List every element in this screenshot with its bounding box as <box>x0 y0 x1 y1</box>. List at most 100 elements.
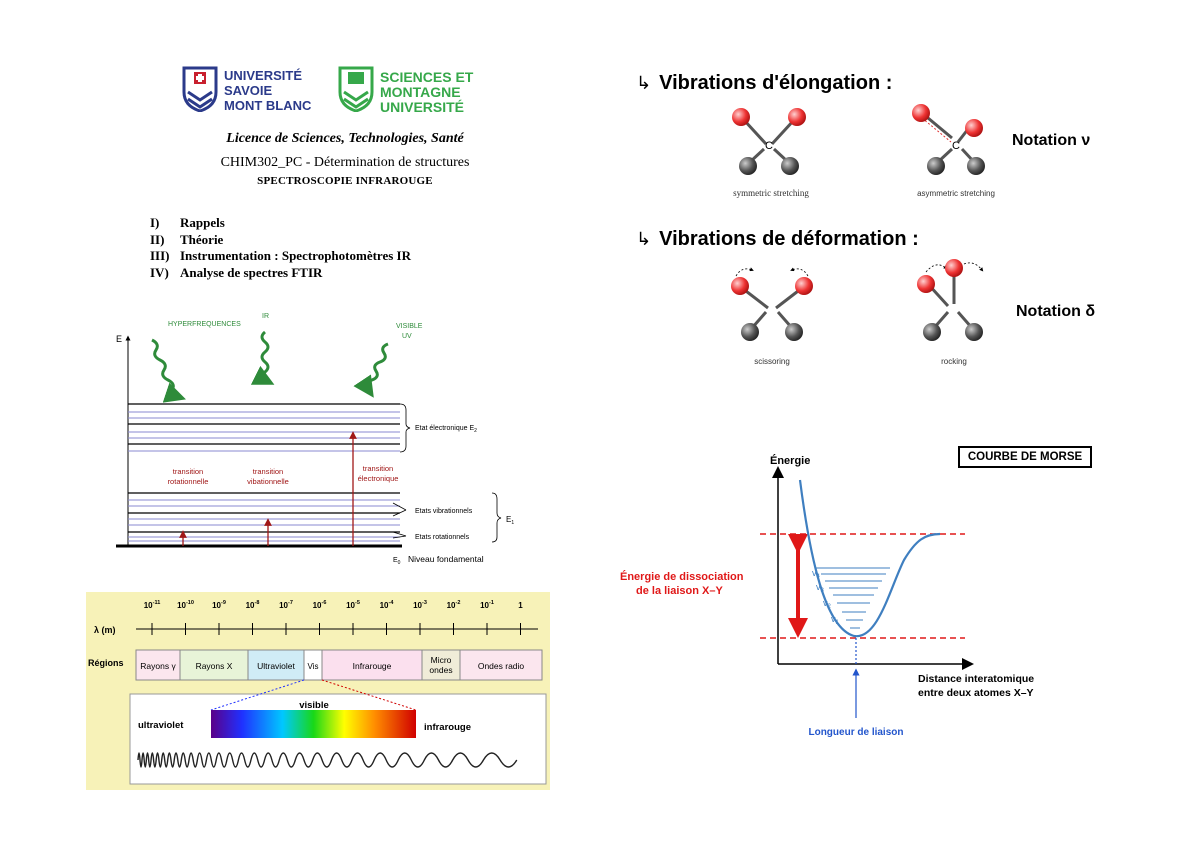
region-gamma-label: Rayons γ <box>140 661 176 671</box>
regions-label: Régions <box>88 658 124 668</box>
vibrational-levels <box>816 567 890 629</box>
region-xray <box>179 649 249 681</box>
wavelength-tick-label: 10-4 <box>380 600 395 610</box>
region-visible-label: Vis <box>308 662 319 671</box>
region-micro <box>421 649 461 681</box>
e1-levels <box>128 492 400 542</box>
stretch-notation: Notation ν <box>1012 132 1091 149</box>
dissociation-label-1: Énergie de dissociation <box>620 570 744 583</box>
licence-title: Licence de Sciences, Technologies, Santé <box>226 131 464 146</box>
symmetric-stretch-molecule: C <box>732 108 806 175</box>
subject-title: Spectroscopie infrarouge <box>257 175 433 187</box>
deform-heading: ↳Vibrations de déformation : <box>636 228 919 250</box>
e0-label: E0 <box>393 557 401 566</box>
energy-axis-label: E <box>116 334 122 344</box>
region-gamma <box>135 649 181 681</box>
sm-shield-icon <box>338 66 374 112</box>
ground-state-label: Niveau fondamental <box>408 554 484 564</box>
rocking-caption: rocking <box>941 357 967 366</box>
transition-rot-1: transition <box>173 467 203 476</box>
transition-elec-2: électronique <box>358 474 399 483</box>
transition-rot-2: rotationnelle <box>168 477 209 486</box>
scissoring-caption: scissoring <box>754 357 790 366</box>
hand-arrow-icon: ↳ <box>636 229 652 250</box>
wavelength-tick-label: 1 <box>518 601 523 610</box>
wavelength-tick-label: 10-10 <box>177 600 194 610</box>
hand-arrow-icon: ↳ <box>636 73 652 94</box>
v3-label: v3 <box>816 582 825 594</box>
transition-elec-1: transition <box>363 464 393 473</box>
visible-zoom-box <box>129 693 547 785</box>
transition-vib-1: transition <box>253 467 283 476</box>
uv-wave-icon <box>353 342 389 398</box>
region-infrared <box>321 649 423 681</box>
wavelength-tick-label: 10-11 <box>144 600 161 610</box>
e2-levels <box>128 403 400 452</box>
symmetric-caption: symmetric stretching <box>733 188 809 198</box>
usmb-logo: UNIVERSITÉ SAVOIE MONT BLANC <box>182 66 317 116</box>
wavelength-tick-marks <box>151 623 521 635</box>
bond-length-label: Longueur de liaison <box>808 727 903 738</box>
morse-curve-figure: Énergie v4 v3 v2 v1 Longueur de liaison … <box>620 454 1034 738</box>
scissoring-molecule <box>731 267 813 341</box>
deform-notation: Notation δ <box>1016 303 1096 320</box>
wavelength-tick-label: 10-5 <box>346 600 360 610</box>
region-radio-label: Ondes radio <box>478 661 525 671</box>
visible-rainbow-bar <box>211 710 416 738</box>
course-title: CHIM302_PC - Détermination de structures <box>220 155 470 170</box>
morse-title-box: COURBE DE MORSE <box>958 446 1092 468</box>
ir-edge-label: infrarouge <box>424 722 471 733</box>
source-label-uv: UV <box>402 333 412 340</box>
states-rot-label: Etats rotationnels <box>415 534 470 541</box>
stretch-heading: ↳Vibrations d'élongation : <box>636 72 893 94</box>
v1-label: v1 <box>831 614 840 626</box>
region-uv-label: Ultraviolet <box>257 661 295 671</box>
region-radio <box>459 649 543 681</box>
state-e2-label: Etat électronique E2 <box>415 425 477 434</box>
morse-curve <box>798 479 941 638</box>
source-label-visible: VISIBLE <box>396 323 423 330</box>
energy-level-diagram: E HYPERFREQUENCES IR VISIBLE UV Etat éle… <box>116 313 514 566</box>
wavelength-tick-label: 10-2 <box>447 600 461 610</box>
transition-vib-2: vibationnelle <box>247 477 289 486</box>
ir-wave-icon <box>250 330 275 385</box>
morse-x-label-2: entre deux atomes X–Y <box>918 687 1034 699</box>
visible-label: visible <box>299 700 329 711</box>
zoom-line-left <box>210 679 305 711</box>
zoom-line-right <box>321 679 417 711</box>
toc-item: III)Instrumentation : Spectrophotomètres… <box>150 248 411 263</box>
v2-label: v2 <box>823 598 832 610</box>
uv-edge-label: ultraviolet <box>138 720 184 731</box>
wavelength-tick-label: 10-1 <box>480 600 494 610</box>
morse-y-label: Énergie <box>770 454 810 467</box>
wavelength-tick-label: 10-9 <box>212 600 226 610</box>
wave-icon <box>137 752 518 768</box>
usmb-shield-icon <box>182 66 218 112</box>
region-infrared-label: Infrarouge <box>353 661 392 671</box>
table-of-contents: I)Rappels II)Théorie III)Instrumentation… <box>150 215 530 281</box>
morse-x-label-1: Distance interatomique <box>918 673 1034 685</box>
svg-text:C: C <box>765 140 773 152</box>
asymmetric-stretch-molecule: C <box>912 104 985 175</box>
wavelength-tick-label: 10-7 <box>279 600 293 610</box>
region-xray-label: Rayons X <box>196 661 233 671</box>
toc-item: II)Théorie <box>150 231 224 247</box>
hyper-wave-icon <box>151 338 186 403</box>
states-vib-label: Etats vibrationnels <box>415 508 473 515</box>
deform-molecules: scissoring rocking <box>731 259 984 366</box>
rocking-molecule <box>917 259 984 341</box>
source-label-hyper: HYPERFREQUENCES <box>168 321 241 328</box>
toc-item: I)Rappels <box>150 215 225 230</box>
wavelength-tick-label: 10-3 <box>413 600 427 610</box>
asymmetric-caption: asymmetric stretching <box>917 189 995 198</box>
source-label-ir: IR <box>262 313 269 320</box>
stretch-molecules: C symmetric stretching C asymmetric stre… <box>732 104 995 198</box>
v4-label: v4 <box>812 568 821 580</box>
sm-logo-text: SCIENCES ET MONTAGNE UNIVERSITÉ SAVOIE M… <box>380 70 474 114</box>
region-uv <box>247 649 305 681</box>
toc-item: IV)Analyse de spectres FTIR <box>150 264 323 280</box>
wavelength-tick-label: 10-8 <box>246 600 260 610</box>
